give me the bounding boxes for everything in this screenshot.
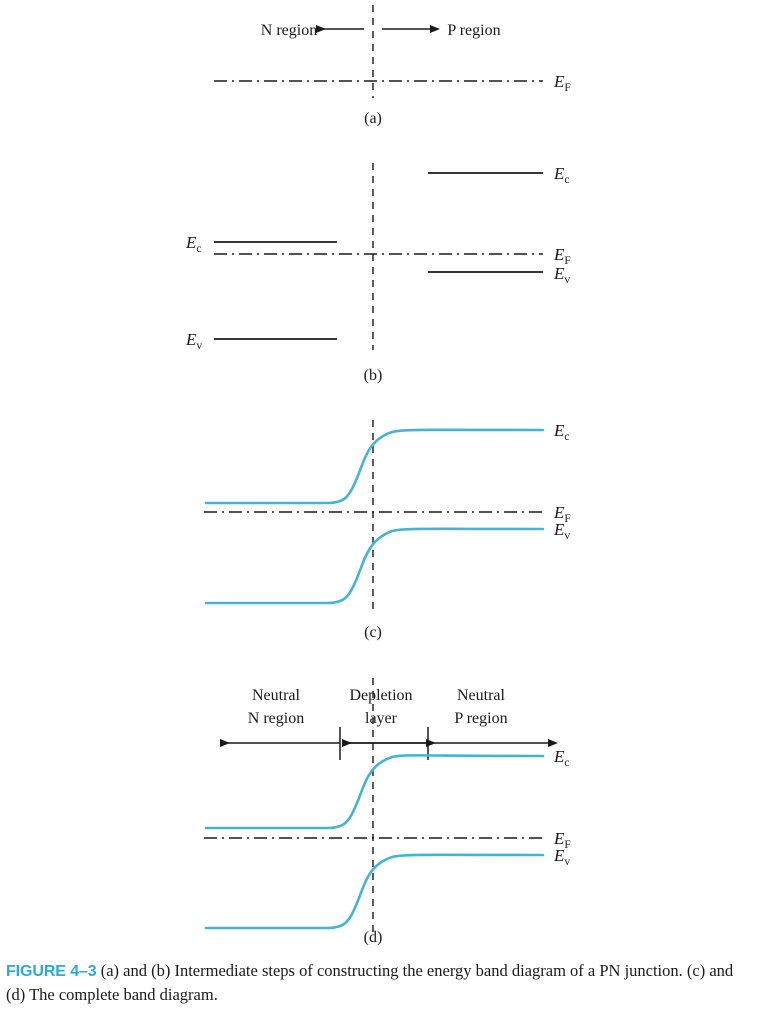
panel-c-fermi-level-label: EF <box>553 503 571 525</box>
panel-d-region-label-depletion: Depletion <box>349 687 412 704</box>
panel-d-fermi-level-label: EF <box>553 829 571 851</box>
panel-c-tag: (c) <box>364 624 382 641</box>
panel-d-region-sublabel-neutral-n: N region <box>248 710 304 727</box>
panel-d-region-sublabel-neutral-p: P region <box>454 710 507 727</box>
panel-d-region-label-neutral-p: Neutral <box>457 687 506 704</box>
panel-c-conduction-band-curve <box>204 428 545 505</box>
panel-c-valence-band-label: Ev <box>553 520 570 542</box>
panel-a-fermi-level-label: EF <box>553 72 571 94</box>
panel-d: Neutral N region Depletion layer Neutral… <box>204 678 571 945</box>
band-diagram-svg: N region P region EF (a) Ec Ec <box>185 5 571 945</box>
panel-d-conduction-band-label: Ec <box>553 747 570 769</box>
panel-a-n-region-label: N region <box>261 22 317 39</box>
panel-a: N region P region EF (a) <box>214 5 571 127</box>
panel-b-n-conduction-band-label: Ec <box>185 233 202 255</box>
panel-a-p-region-label: P region <box>447 22 500 39</box>
figure-number: FIGURE 4–3 <box>6 963 97 980</box>
panel-d-tag: (d) <box>364 929 383 945</box>
panel-b-p-conduction-band-label: Ec <box>553 164 570 186</box>
panel-b-fermi-level-label: EF <box>553 245 571 267</box>
panel-b-n-valence-band-label: Ev <box>185 330 202 352</box>
panel-d-conduction-band-curve <box>204 754 545 830</box>
panel-b-p-valence-band-label: Ev <box>553 264 570 286</box>
panel-d-region-label-neutral-n: Neutral <box>252 687 301 704</box>
panel-b-tag: (b) <box>364 367 383 384</box>
panel-d-valence-band-label: Ev <box>553 846 570 868</box>
panel-d-region-sublabel-depletion: layer <box>365 710 398 727</box>
panel-c-conduction-band-label: Ec <box>553 421 570 443</box>
panel-d-valence-band-curve <box>204 853 545 930</box>
figure-caption: FIGURE 4–3 (a) and (b) Intermediate step… <box>6 960 756 1006</box>
panel-c-valence-band-curve <box>204 527 545 605</box>
panel-a-tag: (a) <box>364 110 382 127</box>
panel-c: Ec EF Ev (c) <box>204 420 571 641</box>
panel-b: Ec Ec EF Ev Ev (b) <box>185 163 571 384</box>
figure-caption-text: (a) and (b) Intermediate steps of constr… <box>6 961 734 1004</box>
